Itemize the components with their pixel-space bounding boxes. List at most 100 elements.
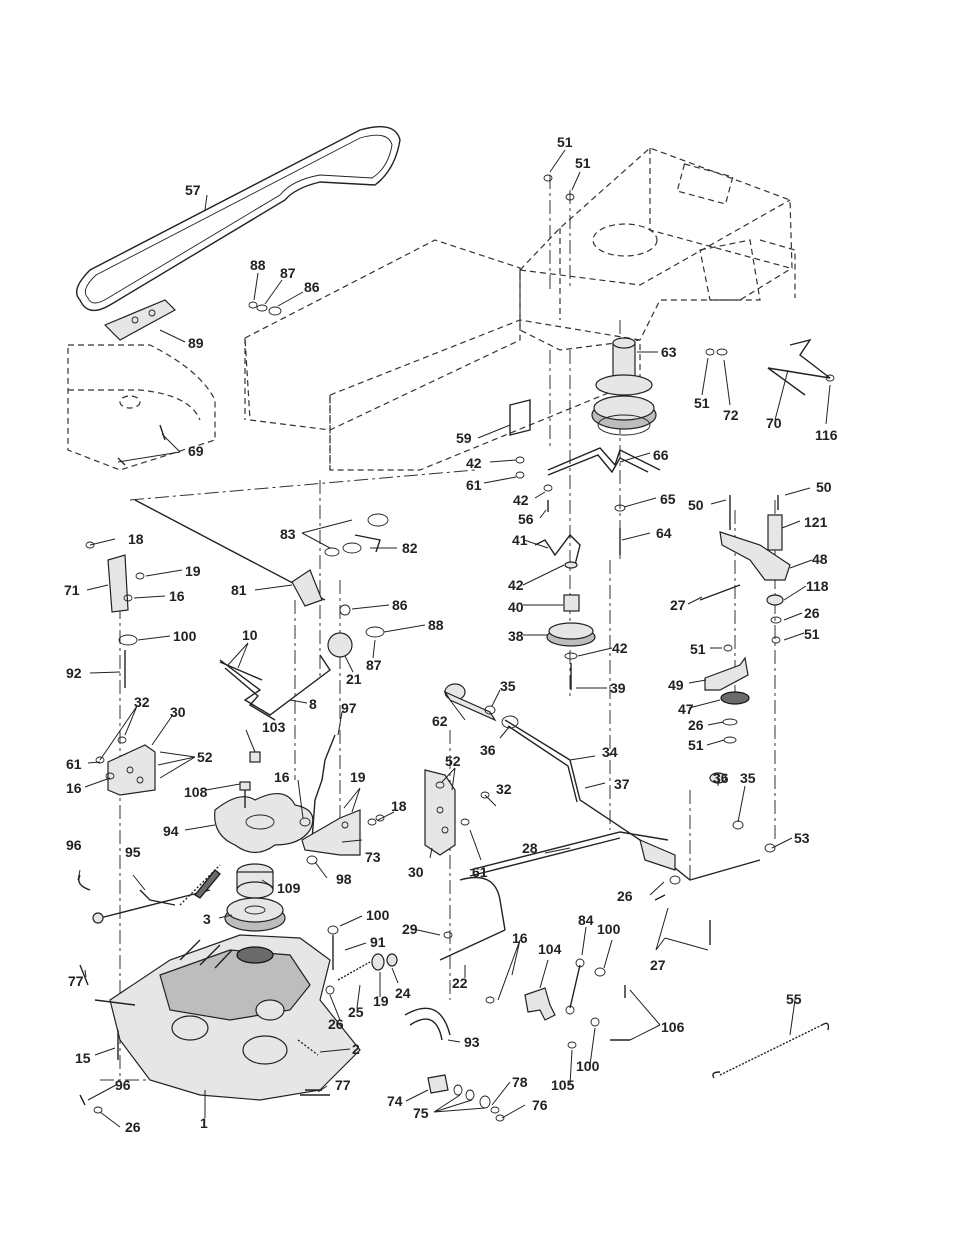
part-label: 16	[274, 769, 290, 785]
part-label: 72	[723, 407, 739, 423]
part-label: 21	[346, 671, 362, 687]
part-label: 69	[188, 443, 204, 459]
spacer-74	[427, 1074, 491, 1109]
pulley-3	[224, 897, 286, 932]
part-label: 94	[163, 823, 179, 839]
part-label: 35	[740, 770, 756, 786]
part-label: 87	[366, 657, 382, 673]
part-label: 64	[656, 525, 672, 541]
part-label: 27	[670, 597, 686, 613]
part-label: 38	[508, 628, 524, 644]
part-label: 41	[512, 532, 528, 548]
part-label: 74	[387, 1093, 403, 1109]
part-label: 1	[200, 1115, 208, 1131]
part-label: 96	[115, 1077, 131, 1093]
part-label: 55	[786, 991, 802, 1007]
fasteners	[78, 174, 835, 1122]
belt-guide	[103, 299, 176, 341]
leader-lines	[77, 149, 831, 1128]
bracket-30-right	[424, 769, 456, 856]
part-label: 104	[538, 941, 562, 957]
part-label: 100	[576, 1058, 600, 1074]
part-label: 76	[532, 1097, 548, 1113]
chassis-frame	[67, 147, 796, 1081]
link-28	[469, 831, 676, 877]
part-label: 106	[661, 1019, 685, 1035]
part-label: 40	[508, 599, 524, 615]
part-label: 71	[64, 582, 80, 598]
part-label: 32	[496, 781, 512, 797]
part-label: 103	[262, 719, 286, 735]
part-label: 8	[309, 696, 317, 712]
part-label: 121	[804, 514, 828, 530]
part-label: 3	[203, 911, 211, 927]
part-label: 42	[508, 577, 524, 593]
part-label: 92	[66, 665, 82, 681]
part-label: 42	[612, 640, 628, 656]
part-label: 100	[597, 921, 621, 937]
part-label: 49	[668, 677, 684, 693]
part-label: 109	[277, 880, 301, 896]
part-label: 61	[466, 477, 482, 493]
part-label: 61	[66, 756, 82, 772]
part-label: 97	[341, 700, 357, 716]
drag-link-22	[439, 876, 506, 961]
part-label: 26	[688, 717, 704, 733]
part-label: 26	[328, 1016, 344, 1032]
idler-pulley	[546, 561, 596, 690]
part-label: 56	[518, 511, 534, 527]
part-label: 51	[688, 737, 704, 753]
part-label: 73	[365, 849, 381, 865]
part-label: 51	[804, 626, 820, 642]
part-label: 50	[816, 479, 832, 495]
part-label: 57	[185, 182, 201, 198]
part-label: 19	[373, 993, 389, 1009]
part-label: 89	[188, 335, 204, 351]
lever-8	[219, 632, 353, 721]
part-label: 100	[173, 628, 197, 644]
part-label: 59	[456, 430, 472, 446]
part-label: 96	[66, 837, 82, 853]
part-label: 51	[694, 395, 710, 411]
part-label: 88	[250, 257, 266, 273]
bracket-104	[524, 987, 556, 1021]
part-label: 95	[125, 844, 141, 860]
part-label: 42	[513, 492, 529, 508]
part-label: 16	[169, 588, 185, 604]
part-label: 10	[242, 627, 258, 643]
transaxle	[94, 934, 361, 1101]
part-label: 37	[614, 776, 630, 792]
part-label: 16	[512, 930, 528, 946]
part-label: 51	[557, 134, 573, 150]
part-label: 81	[231, 582, 247, 598]
part-label: 22	[452, 975, 468, 991]
part-label: 18	[391, 798, 407, 814]
part-label: 61	[472, 864, 488, 880]
part-label: 88	[428, 617, 444, 633]
brake-shaft	[92, 864, 221, 924]
part-label: 26	[617, 888, 633, 904]
part-labels: 57 51 51 88 87 86 89 69 63 51 72 70 116 …	[64, 134, 838, 1135]
bracket-73	[301, 809, 361, 856]
part-label: 118	[806, 578, 829, 594]
part-label: 24	[395, 985, 411, 1001]
idler-bracket-arm	[547, 447, 661, 476]
drive-belt	[76, 126, 401, 312]
part-label: 34	[602, 744, 618, 760]
part-label: 70	[766, 415, 782, 431]
part-label: 2	[352, 1041, 360, 1057]
hose-93	[404, 1007, 451, 1041]
part-label: 83	[280, 526, 296, 542]
link-84	[565, 958, 585, 1015]
drive-pulley-109	[236, 863, 274, 899]
part-label: 62	[432, 713, 448, 729]
part-label: 78	[512, 1074, 528, 1090]
part-label: 98	[336, 871, 352, 887]
bracket-48	[699, 514, 791, 606]
part-label: 50	[688, 497, 704, 513]
part-label: 86	[392, 597, 408, 613]
part-label: 82	[402, 540, 418, 556]
part-label: 30	[170, 704, 186, 720]
part-label: 18	[128, 531, 144, 547]
